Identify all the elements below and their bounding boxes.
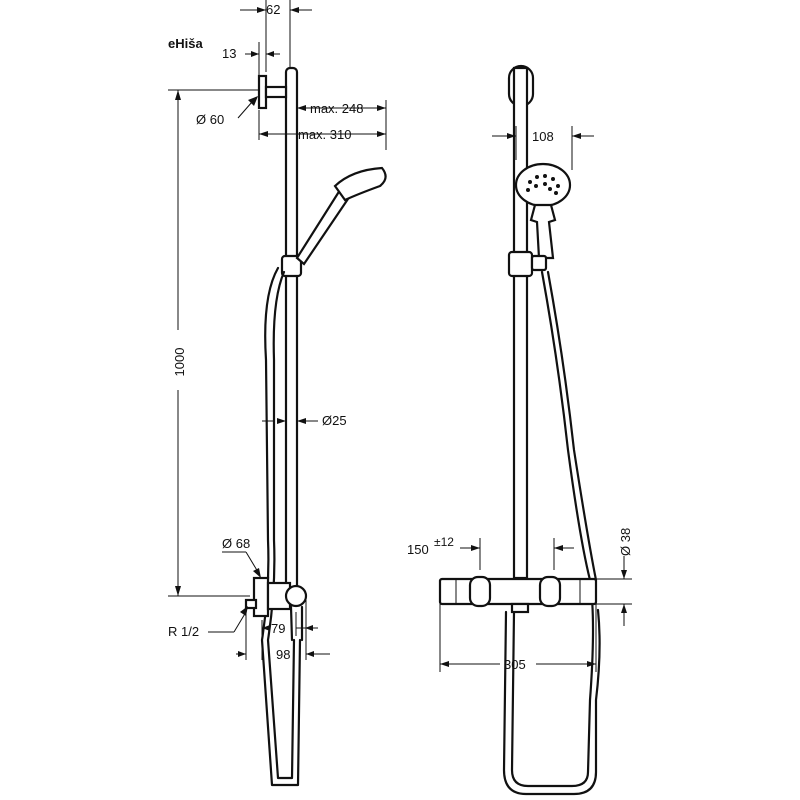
side-hose <box>260 266 302 787</box>
dim-max-310: max. 310 <box>298 127 351 142</box>
front-thermostat-body <box>438 577 598 606</box>
dim-98: 98 <box>276 647 290 662</box>
front-hose-inner <box>546 270 598 582</box>
front-handshower-nozzles <box>526 174 560 195</box>
dim-305: 305 <box>504 657 526 672</box>
dim-max-248: max. 248 <box>310 101 363 116</box>
dim-13: 13 <box>222 46 236 61</box>
dim-108: 108 <box>532 129 554 144</box>
side-hose-inner <box>266 270 296 780</box>
front-hose-outer <box>502 608 601 796</box>
dim-150: 150 <box>407 542 429 557</box>
side-view <box>244 66 387 787</box>
side-slider <box>280 254 303 278</box>
dim-thread-r12: R 1/2 <box>168 624 199 639</box>
side-top-bracket-arm <box>264 85 288 99</box>
dim-dia-60: Ø 60 <box>196 112 224 127</box>
dim-1000: 1000 <box>172 348 187 377</box>
front-handshower-handle <box>529 203 557 260</box>
side-rail <box>284 66 299 598</box>
dim-dia-68: Ø 68 <box>222 536 250 551</box>
front-knob-left <box>468 575 492 608</box>
side-valve-body <box>252 576 270 618</box>
side-dimensions: 62 13 1000 Ø 60 max. 248 max. 310 <box>168 0 387 662</box>
dim-tolerance: ±12 <box>434 535 454 549</box>
side-valve-knob <box>284 584 308 608</box>
side-handshower-handle <box>295 188 352 266</box>
dim-62: 62 <box>266 2 280 17</box>
front-slider <box>507 250 534 278</box>
dim-dia-38: Ø 38 <box>618 528 633 556</box>
front-outlet <box>510 602 530 614</box>
front-knob-right <box>538 575 562 608</box>
front-dimensions: 108 150 ±12 Ø 38 305 <box>407 126 633 672</box>
front-slider-holder <box>530 254 548 272</box>
front-view <box>438 64 601 796</box>
front-handshower-head <box>514 162 572 208</box>
side-handshower-head <box>333 166 387 202</box>
side-valve-outlet <box>289 605 304 642</box>
dim-79: 79 <box>271 621 285 636</box>
dim-dia-25: Ø25 <box>322 413 347 428</box>
side-valve-inlet <box>244 598 258 610</box>
watermark-logo: eHiša <box>168 36 203 51</box>
